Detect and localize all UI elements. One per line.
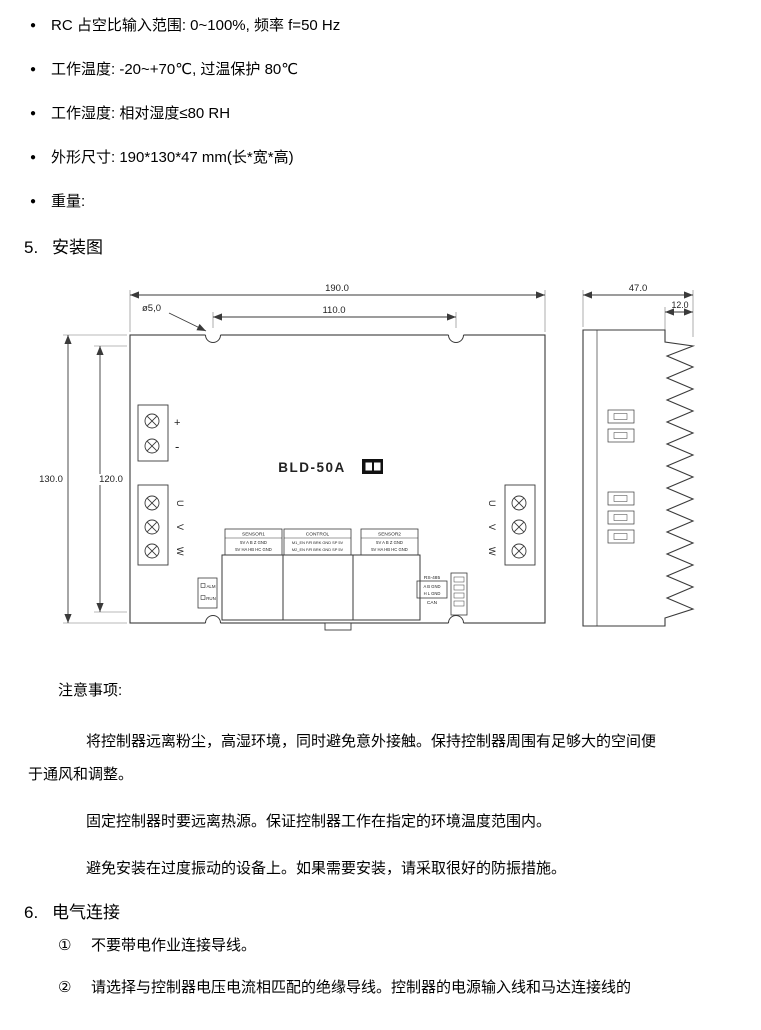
control-title: CONTROL	[306, 532, 330, 538]
sensor1-row2: 5V HA HB HC GND	[235, 547, 272, 552]
installation-diagram: 190.0 110.0 ø5,0 130.0 120.0 47.0 12.0 +…	[39, 283, 696, 631]
aux-connector	[450, 572, 468, 616]
bullet-icon: ●	[30, 64, 37, 75]
section-6-heading: 6. 电气连接	[24, 901, 733, 925]
extension-lines	[63, 290, 694, 624]
sensor2-block: SENSOR2 5V A B Z GND 5V HA HB HC GND	[360, 528, 419, 556]
spec-text: 工作湿度: 相对湿度≤80 RH	[51, 105, 231, 122]
dim-inner-height-label: 120.0	[99, 474, 123, 485]
diagram-wrap: 190.0 110.0 ø5,0 130.0 120.0 47.0 12.0 +…	[30, 270, 733, 655]
section-5-title: 安装图	[52, 238, 103, 257]
bullet-icon: ●	[30, 108, 37, 119]
numbered-item-2: ② 请选择与控制器电压电流相匹配的绝缘导线。控制器的电源输入线和马达连接线的	[58, 977, 733, 999]
rs485-title: RS-485	[424, 575, 441, 581]
spec-item: ● 重量:	[28, 192, 733, 212]
status-led-block: ALM RUN	[197, 577, 218, 609]
item-2-text: 请选择与控制器电压电流相匹配的绝缘导线。控制器的电源输入线和马达连接线的	[91, 979, 632, 996]
spec-item: ● 工作温度: -20~+70℃, 过温保护 80℃	[28, 60, 733, 80]
bullet-icon: ●	[30, 196, 37, 207]
item-1-number: ①	[58, 937, 72, 954]
control-row1: M1_EN F/R BRK GND SP 5V	[292, 540, 344, 545]
rs485-block: RS-485 A B GND H L GND CAN	[416, 575, 448, 606]
motor-terminal-left	[137, 484, 169, 566]
section-6-number: 6.	[24, 903, 39, 922]
power-minus-label: -	[175, 439, 179, 454]
dim-height-label: 130.0	[39, 474, 63, 485]
can-label: CAN	[427, 600, 438, 606]
brand-logo-icon	[362, 459, 383, 474]
front-view-outline	[129, 334, 546, 624]
sensor1-block: SENSOR1 5V A B Z GND 5V HA HB HC GND	[224, 528, 283, 556]
item-1-text: 不要带电作业连接导线。	[91, 937, 257, 954]
bullet-icon: ●	[30, 152, 37, 163]
phase-u-left-label: U	[175, 500, 185, 507]
sensor2-title: SENSOR2	[378, 532, 401, 538]
alm-led-label: ALM	[206, 584, 215, 589]
spec-list: ● RC 占空比输入范围: 0~100%, 频率 f=50 Hz ● 工作温度:…	[28, 16, 733, 212]
spec-item: ● 工作湿度: 相对湿度≤80 RH	[28, 104, 733, 124]
dim-text-mask	[94, 474, 128, 485]
sensor1-row1: 5V A B Z GND	[240, 540, 267, 545]
dim-hole-dia-label: ø5,0	[142, 303, 161, 314]
section-5-number: 5.	[24, 238, 39, 257]
note-paragraph-3: 避免安装在过度振动的设备上。如果需要安装，请采取很好的防振措施。	[86, 860, 567, 877]
note-paragraph-2: 固定控制器时要远离热源。保证控制器工作在指定的环境温度范围内。	[86, 813, 552, 830]
sensor2-row1: 5V A B Z GND	[376, 540, 403, 545]
phase-w-right-label: W	[487, 547, 497, 556]
section-6-title: 电气连接	[52, 903, 120, 922]
sensor1-title: SENSOR1	[242, 532, 265, 538]
power-terminal	[137, 404, 169, 462]
phase-w-left-label: W	[175, 547, 185, 556]
spec-item: ● 外形尺寸: 190*130*47 mm(长*宽*高)	[28, 148, 733, 168]
spec-text: RC 占空比输入范围: 0~100%, 频率 f=50 Hz	[51, 17, 341, 34]
dim-hole-spacing-label: 110.0	[322, 305, 345, 316]
dim-width-label: 190.0	[325, 283, 349, 294]
section-5-heading: 5. 安装图	[24, 236, 733, 260]
bullet-icon: ●	[30, 20, 37, 31]
control-row2: M2_EN F/R BRK GND SP 5V	[292, 547, 344, 552]
connector-housings	[221, 554, 421, 621]
spec-item: ● RC 占空比输入范围: 0~100%, 频率 f=50 Hz	[28, 16, 733, 36]
side-view	[582, 329, 696, 627]
numbered-item-1: ① 不要带电作业连接导线。	[58, 935, 733, 957]
model-name: BLD-50A	[278, 460, 346, 475]
note-paragraph-1: 将控制器远离粉尘，高湿环境，同时避免意外接触。保持控制器周围有足够大的空间便于通…	[28, 733, 657, 783]
dim-depth-label: 47.0	[629, 283, 648, 294]
run-led-label: RUN	[206, 596, 216, 601]
phase-v-left-label: V	[175, 524, 185, 530]
phase-u-right-label: U	[487, 500, 497, 507]
notes-title: 注意事项:	[58, 682, 123, 699]
item-2-number: ②	[58, 979, 72, 996]
spec-text: 外形尺寸: 190*130*47 mm(长*宽*高)	[51, 149, 294, 166]
motor-terminal-right	[504, 484, 536, 566]
control-block: CONTROL M1_EN F/R BRK GND SP 5V M2_EN F/…	[283, 528, 352, 556]
document-page: ● RC 占空比输入范围: 0~100%, 频率 f=50 Hz ● 工作温度:…	[24, 16, 733, 999]
dim-fin-depth-label: 12.0	[671, 300, 688, 310]
rs485-row1: A B GND	[424, 584, 441, 589]
rs485-row2: H L GND	[424, 591, 441, 596]
spec-text: 工作温度: -20~+70℃, 过温保护 80℃	[51, 61, 299, 78]
power-plus-label: +	[174, 417, 180, 429]
spec-text: 重量:	[51, 193, 86, 210]
phase-v-right-label: V	[487, 524, 497, 530]
sensor2-row2: 5V HA HB HC GND	[371, 547, 408, 552]
mounting-slots	[205, 327, 464, 631]
